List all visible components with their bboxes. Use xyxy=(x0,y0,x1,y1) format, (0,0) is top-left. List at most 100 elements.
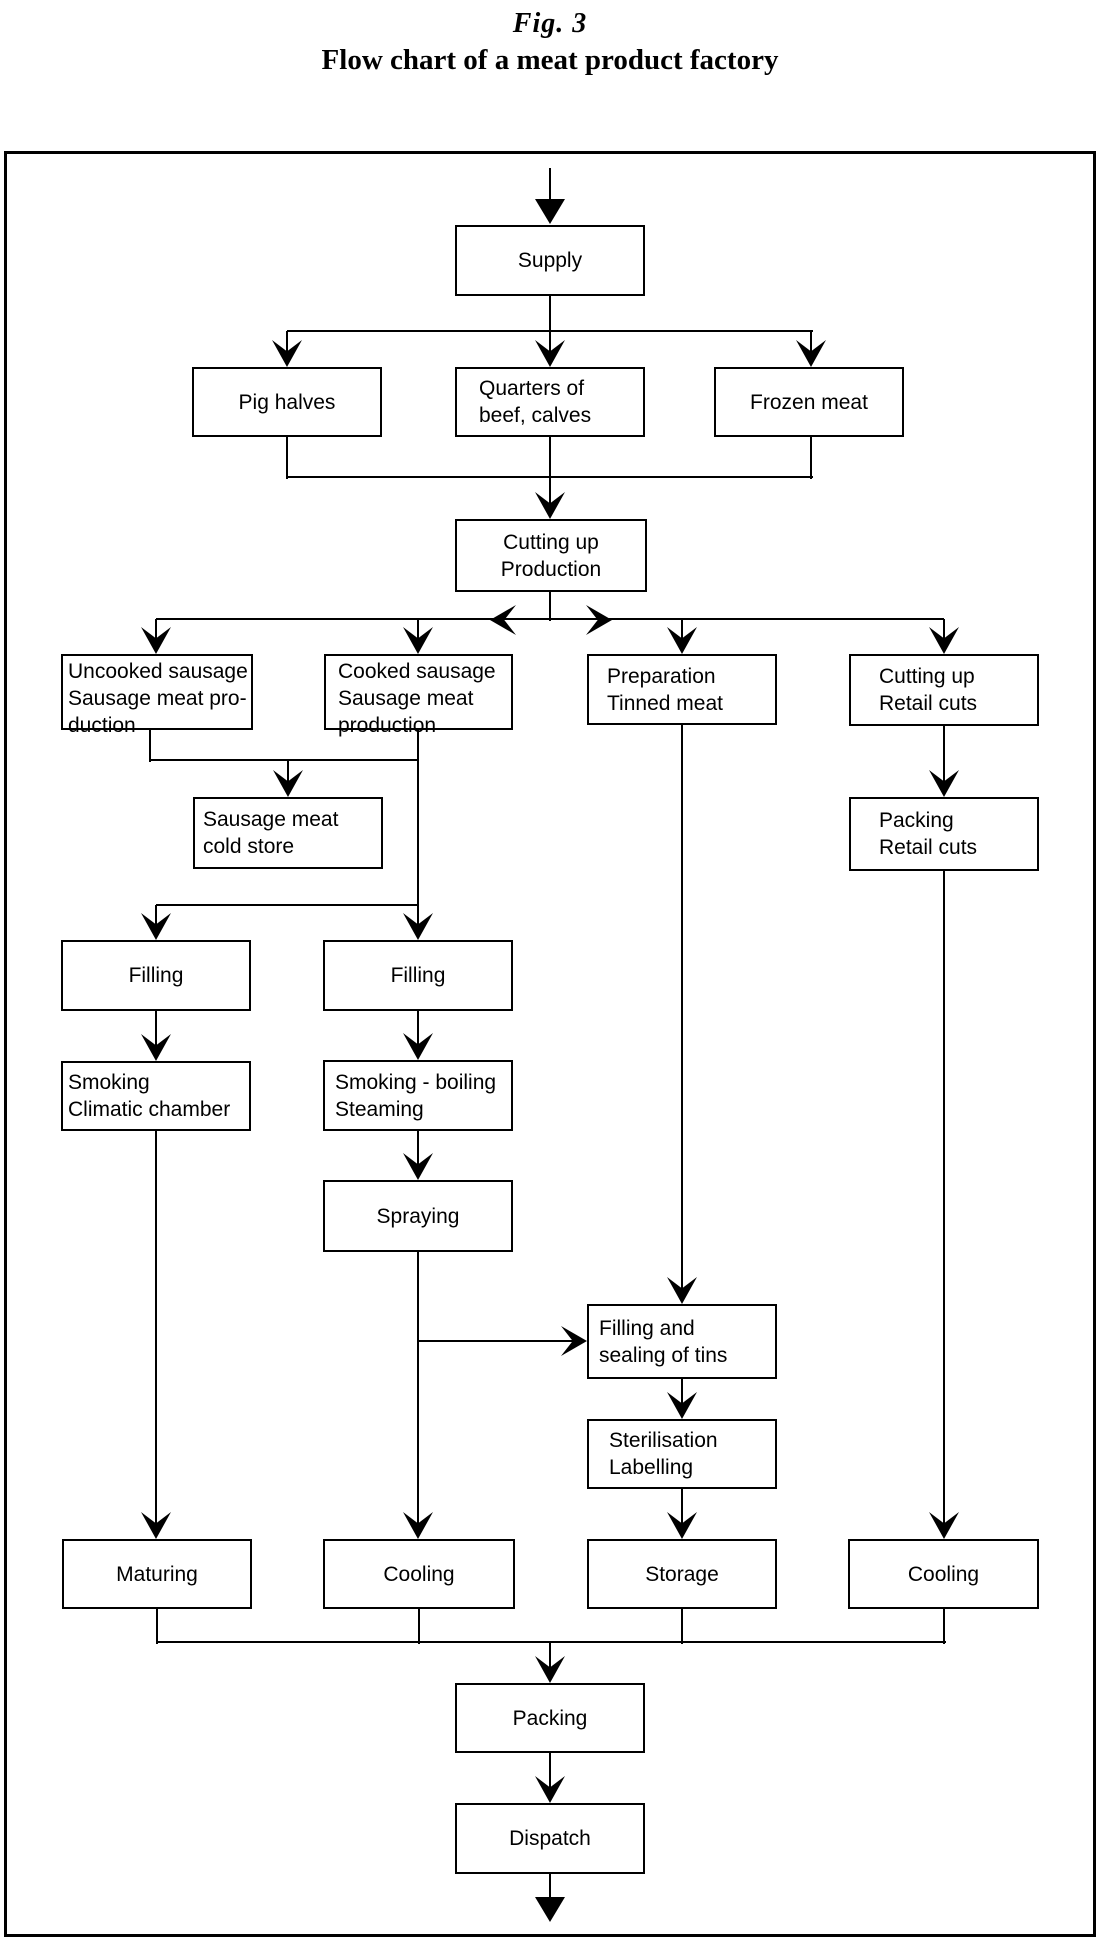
node-storage: Storage xyxy=(587,1539,777,1609)
connector-line xyxy=(156,618,944,620)
node-filling_mid: Filling xyxy=(323,940,513,1011)
connector-line xyxy=(943,725,945,783)
node-cooling_mid: Cooling xyxy=(323,1539,515,1609)
node-cold_store: Sausage meat cold store xyxy=(193,797,383,869)
node-cooked-label: Cooked sausage xyxy=(338,660,496,683)
connector-line xyxy=(286,437,288,479)
connector-line xyxy=(150,759,419,761)
node-supply: Supply xyxy=(455,225,645,296)
connector-line xyxy=(943,871,945,1525)
node-spraying: Spraying xyxy=(323,1180,513,1252)
node-uncooked-label: duction xyxy=(68,714,136,737)
connector-line xyxy=(549,331,551,354)
node-quarters-label: beef, calves xyxy=(479,404,592,427)
node-maturing-label: Maturing xyxy=(116,1562,198,1586)
connector-line xyxy=(681,1609,683,1644)
connector-line xyxy=(155,1011,157,1047)
connector-line xyxy=(155,905,157,926)
node-preparation-label: Tinned meat xyxy=(607,691,723,715)
node-cutting_retail-label: Cutting up xyxy=(879,665,975,688)
connector-line xyxy=(549,168,551,202)
connector-line xyxy=(549,296,551,333)
connector-line xyxy=(157,1641,946,1643)
node-uncooked-label: Uncooked sausage xyxy=(68,660,248,683)
node-spraying-label: Spraying xyxy=(376,1204,460,1228)
node-packing-label: Packing xyxy=(512,1706,588,1730)
node-packing_retail-label: Retail cuts xyxy=(879,836,978,859)
connector-line xyxy=(943,619,945,640)
connector-line xyxy=(810,331,812,354)
node-filling_sealing-label: sealing of tins xyxy=(599,1343,728,1367)
node-cooling_mid-label: Cooling xyxy=(383,1562,455,1586)
connector-line xyxy=(943,1609,945,1644)
node-cutting_prod-label: Cutting up xyxy=(503,530,599,554)
node-quarters-label: Quarters of xyxy=(479,377,585,400)
diagram-border xyxy=(4,151,1096,1937)
node-filling_left: Filling xyxy=(61,940,251,1011)
connector-line xyxy=(286,331,288,354)
connector-line xyxy=(681,725,683,1290)
connector-line xyxy=(155,1131,157,1525)
connector-line xyxy=(681,1489,683,1525)
connector-line xyxy=(549,1753,551,1789)
node-frozen: Frozen meat xyxy=(714,367,904,437)
node-frozen-label: Frozen meat xyxy=(750,390,868,414)
node-supply-label: Supply xyxy=(517,249,583,272)
connector-line xyxy=(417,619,419,640)
connector-line xyxy=(156,904,419,906)
node-cutting_retail: Cutting up Retail cuts xyxy=(849,654,1039,726)
node-packing: Packing xyxy=(455,1683,645,1753)
connector-line xyxy=(417,1131,419,1166)
connector-line xyxy=(417,905,419,926)
node-storage-label: Storage xyxy=(645,1562,719,1586)
node-cooling_right: Cooling xyxy=(848,1539,1039,1609)
connector-line xyxy=(287,330,813,332)
node-cutting_retail-label: Retail cuts xyxy=(879,692,978,715)
node-smoking_boiling-label: Steaming xyxy=(335,1097,424,1121)
connector-line xyxy=(418,1609,420,1644)
node-smoking_climatic-label: Smoking xyxy=(68,1071,150,1094)
node-cold_store-label: Sausage meat xyxy=(203,808,339,831)
connector-line xyxy=(417,1011,419,1046)
connector-line xyxy=(681,1379,683,1405)
node-cooling_right-label: Cooling xyxy=(907,1562,980,1586)
node-dispatch-label: Dispatch xyxy=(509,1827,591,1850)
connector-line xyxy=(287,476,813,478)
connector-line xyxy=(549,437,551,505)
node-smoking_boiling-label: Smoking - boiling xyxy=(335,1070,497,1094)
connector-line xyxy=(156,1609,158,1644)
node-smoking_climatic-label: Climatic chamber xyxy=(68,1098,231,1121)
connector-line xyxy=(549,592,551,621)
node-sterilisation-label: Labelling xyxy=(609,1456,694,1479)
node-cutting_prod-label: Production xyxy=(500,557,602,581)
node-cold_store-label: cold store xyxy=(203,835,295,858)
node-cutting_prod: Cutting up Production xyxy=(455,519,647,592)
node-sterilisation-label: Sterilisation xyxy=(609,1429,718,1452)
connector-line xyxy=(549,1642,551,1669)
node-cooked-label: production xyxy=(338,714,437,737)
connector-line xyxy=(417,730,419,907)
figure-title: Flow chart of a meat product factory xyxy=(321,44,779,76)
connector-line xyxy=(681,619,683,640)
connector-line xyxy=(549,1874,551,1900)
node-quarters: Quarters of beef, calves xyxy=(455,367,645,437)
node-pig_halves-label: Pig halves xyxy=(238,390,336,414)
node-maturing: Maturing xyxy=(62,1539,252,1609)
node-pig_halves: Pig halves xyxy=(192,367,382,437)
node-filling_left-label: Filling xyxy=(128,964,184,987)
figure-caption: Fig. 3 xyxy=(512,8,588,39)
connector-line xyxy=(418,1340,573,1342)
connector-line xyxy=(810,437,812,479)
node-preparation-label: Preparation xyxy=(607,664,716,688)
node-packing_retail-label: Packing xyxy=(879,809,954,832)
connector-line xyxy=(149,730,151,762)
